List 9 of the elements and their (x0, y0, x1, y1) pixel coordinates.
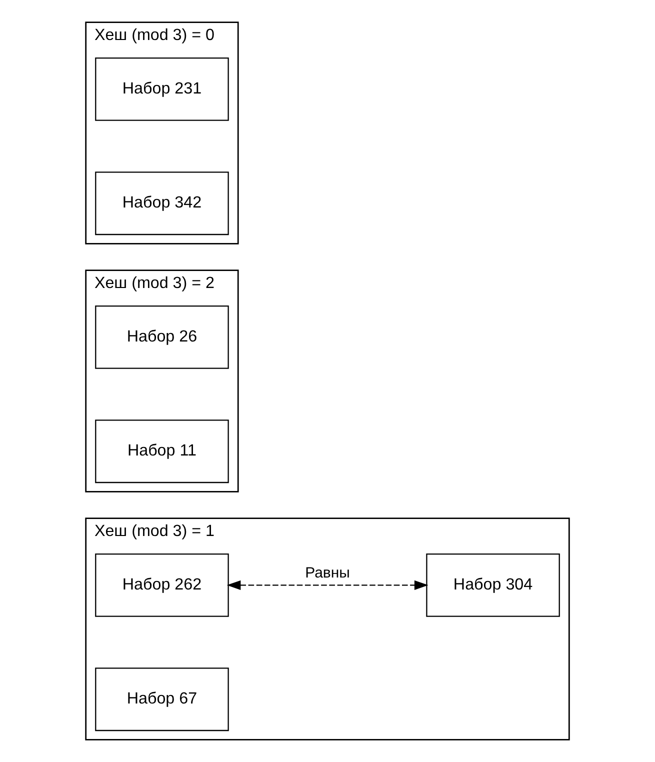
node-box: Набор 67 (95, 668, 229, 732)
node-box: Набор 262 (95, 553, 229, 617)
arrow (226, 580, 428, 590)
node-box: Набор 11 (95, 420, 229, 484)
node-box: Набор 231 (95, 57, 229, 121)
edge-label: Равны (305, 564, 350, 582)
node-box: Набор 342 (95, 172, 229, 236)
node-box: Набор 304 (426, 553, 560, 617)
node-box: Набор 26 (95, 305, 229, 369)
